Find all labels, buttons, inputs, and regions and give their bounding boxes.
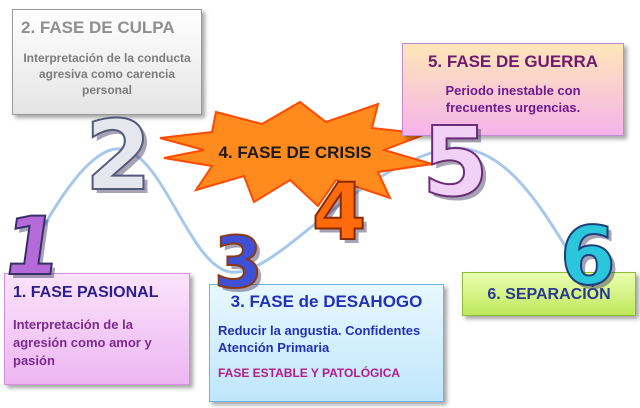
phase-4-title: 4. FASE DE CRISIS [218, 143, 372, 162]
phase-3-note: FASE ESTABLE Y PATOLÓGICA [218, 366, 401, 380]
phase-2-description: Interpretación de la conducta agresiva c… [23, 51, 191, 97]
crisis-starburst [159, 100, 433, 208]
phase-1-description: Interpretación de la agresión como amor … [13, 317, 152, 368]
phase-6-title: 6. SEPARACIÓN [487, 286, 611, 303]
phase-2-box: 2. FASE DE CULPA Interpretación de la co… [12, 9, 202, 115]
phase-1-title: 1. FASE PASIONAL [13, 284, 159, 301]
phase-6-number: 6 [559, 209, 617, 304]
phase-5-number: 5 [421, 105, 490, 219]
phase-5-box: 5. FASE DE GUERRA Periodo inestable con … [402, 43, 624, 136]
phase-4-number: 4 [311, 167, 367, 259]
phase-3-number: 3 [213, 221, 264, 305]
phase-2-number: 2 [84, 99, 153, 213]
phase-3-line-1: Reducir la angustia. Confidentes [218, 323, 421, 338]
phase-2-title: 2. FASE DE CULPA [21, 18, 175, 37]
phase-3-line-2: Atención Primaria [218, 340, 330, 355]
cycle-curve [20, 146, 577, 274]
phase-6-box: 6. SEPARACIÓN [462, 272, 636, 316]
phase-5-title: 5. FASE DE GUERRA [427, 52, 599, 71]
phase-5-description: Periodo inestable con frecuentes urgenci… [445, 83, 581, 115]
phase-3-title: 3. FASE de DESAHOGO [230, 292, 423, 311]
phase-1-box: 1. FASE PASIONAL Interpretación de la ag… [4, 273, 190, 385]
phase-3-box: 3. FASE de DESAHOGO Reducir la angustia.… [209, 284, 444, 402]
